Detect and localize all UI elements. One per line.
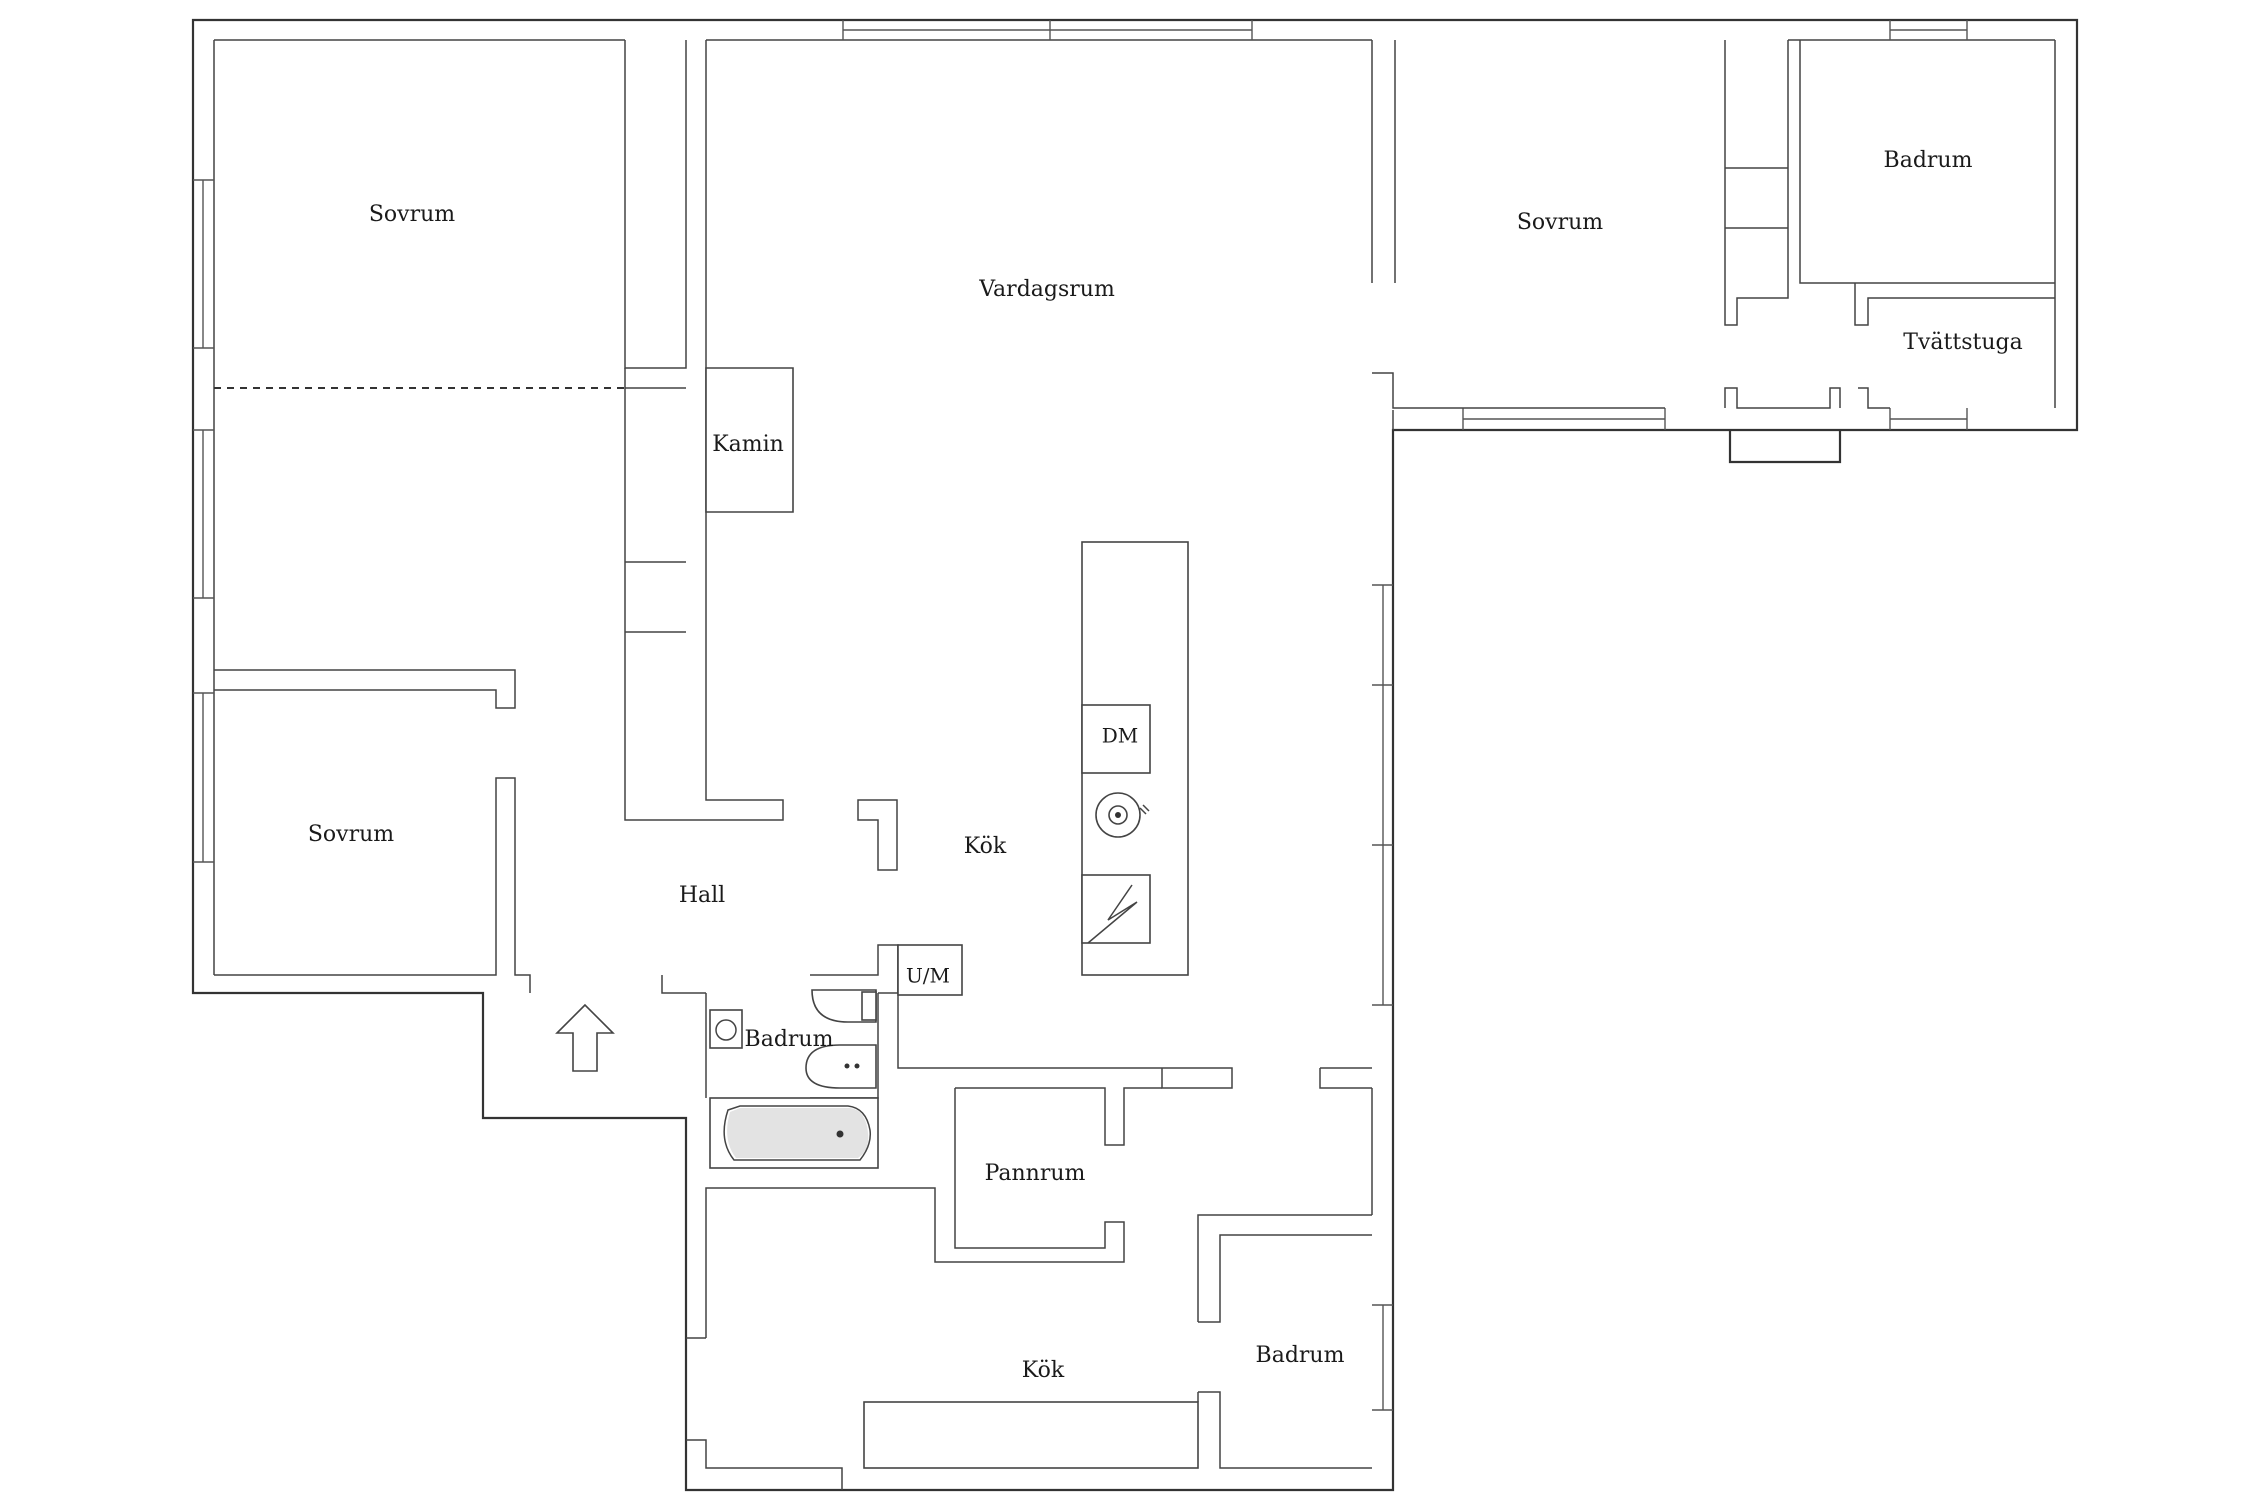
bottom-kitchen	[686, 1088, 1373, 1490]
toilet-icon	[811, 989, 877, 1023]
room-labels: Sovrum Vardagsrum Kamin Sovrum Badrum Tv…	[308, 148, 2023, 1383]
label-badrum-center: Badrum	[745, 1027, 834, 1052]
dm-box	[1081, 704, 1151, 774]
living-room-walls	[686, 40, 898, 871]
label-badrum-bottom: Badrum	[1256, 1343, 1345, 1368]
central-bathroom	[705, 944, 1372, 1169]
label-sovrum-right: Sovrum	[1517, 210, 1603, 235]
label-um: U/M	[906, 964, 950, 988]
kamin-box	[705, 367, 794, 513]
bidet-icon	[805, 1044, 877, 1089]
label-vardagsrum: Vardagsrum	[978, 277, 1115, 302]
left-bedrooms	[214, 40, 706, 994]
counter-box	[863, 1401, 1199, 1469]
label-kok-main: Kök	[964, 834, 1007, 859]
entrance	[555, 1003, 615, 1072]
label-sovrum-bottom-left: Sovrum	[308, 822, 394, 847]
label-hall: Hall	[679, 883, 725, 908]
label-kamin: Kamin	[712, 432, 784, 457]
um-box	[897, 944, 963, 996]
label-sovrum-top-left: Sovrum	[369, 202, 455, 227]
outer-walls	[191, 18, 2079, 1492]
pannrum	[705, 1087, 1162, 1338]
label-kok-bottom: Kök	[1022, 1358, 1065, 1383]
kitchen-island	[1081, 541, 1189, 976]
label-dm: DM	[1102, 724, 1139, 748]
label-badrum-top-right: Badrum	[1884, 148, 1973, 173]
right-wing	[1372, 39, 2055, 464]
label-pannrum: Pannrum	[985, 1161, 1086, 1186]
entrance-arrow-icon	[555, 1003, 615, 1072]
windows	[193, 20, 1968, 1411]
label-tvattstuga: Tvättstuga	[1903, 330, 2022, 355]
